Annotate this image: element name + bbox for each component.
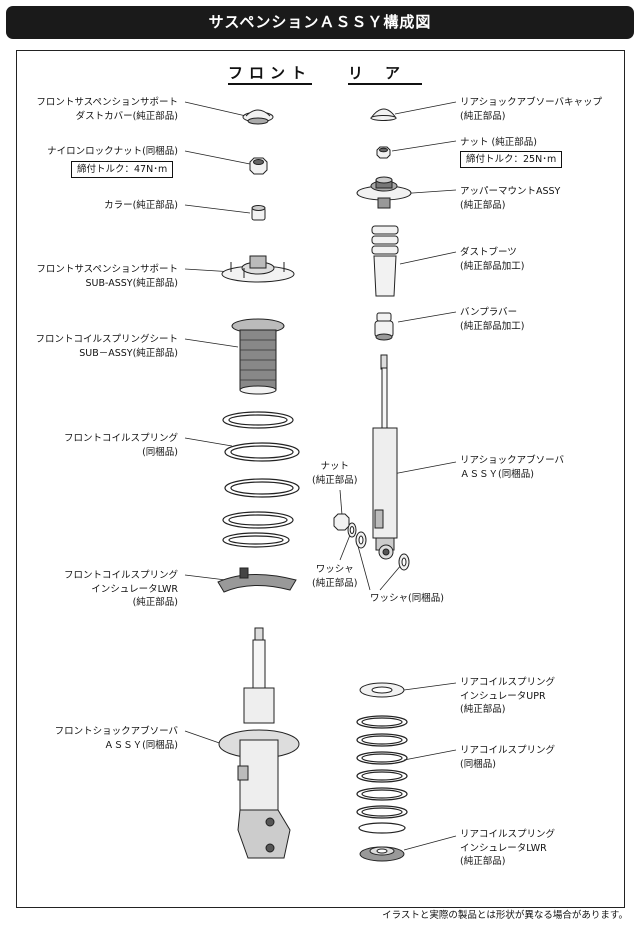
rear-nut-label: ナット (純正部品): [460, 137, 537, 148]
rear-cap-label: リアショックアブソーバキャップ (純正部品): [460, 97, 603, 122]
rear-bump-rubber-shape: [374, 312, 394, 341]
front-shock-shape: [218, 627, 300, 859]
front-coil-spring-label: フロントコイルスプリング (同梱品): [63, 433, 178, 458]
diagram-frame: [16, 50, 625, 908]
rear-insulator-lwr-shape: [359, 846, 405, 862]
rear-washer-label: ワッシャ (純正部品): [312, 564, 358, 589]
rear-upper-mount-label: アッパーマウントASSY (純正部品): [460, 186, 561, 211]
front-insulator-lwr-shape: [217, 567, 297, 593]
front-parts: [217, 109, 300, 859]
rear-cap-shape: [370, 108, 397, 121]
rear-lower-nut-label: ナット (純正部品): [312, 461, 358, 486]
front-support-shape: [221, 255, 295, 283]
front-spring-seat-label: フロントコイルスプリングシート SUB－ASSY(純正部品): [35, 334, 178, 359]
front-coil-spring-shape: [222, 411, 300, 548]
rear-washer-included-shape-1: [355, 531, 367, 549]
rear-shock-shape: [372, 354, 398, 560]
rear-dust-boot-shape: [371, 225, 399, 297]
rear-washer-included-shape-2: [398, 553, 410, 571]
rear-torque-box: 締付トルク：25N･m: [460, 151, 563, 168]
front-torque-box: 締付トルク：47N･m: [71, 161, 174, 178]
disclaimer-note: イラストと実際の製品とは形状が異なる場合があります。: [382, 910, 628, 921]
rear-shock-label: リアショックアブソーバ ＡＳＳＹ(同梱品): [460, 455, 565, 480]
rear-dust-boot-label: ダストブーツ (純正部品加工): [460, 247, 525, 272]
rear-washer-included-label: ワッシャ(同梱品): [370, 593, 444, 604]
front-support-label: フロントサスペンションサポート SUB-ASSY(純正部品): [36, 264, 178, 289]
rear-coil-spring-label: リアコイルスプリング (同梱品): [460, 745, 556, 770]
front-spring-seat-shape: [231, 318, 285, 395]
front-insulator-lwr-label: フロントコイルスプリング インシュレータLWR (純正部品): [63, 570, 178, 608]
rear-column-heading: リア: [348, 64, 423, 85]
header-bar: サスペンションＡＳＳＹ構成図: [6, 6, 634, 39]
front-lock-nut-label: ナイロンロックナット(同梱品): [47, 146, 178, 157]
rear-insulator-lwr-label: リアコイルスプリング インシュレータLWR (純正部品): [460, 829, 556, 867]
front-dust-cover-shape: [242, 109, 274, 125]
rear-lower-nut-shape: [333, 513, 350, 531]
front-dust-cover-label: フロントサスペンションサポート ダストカバー(純正部品): [36, 97, 178, 122]
rear-washer-shape: [347, 522, 357, 538]
front-collar-shape: [251, 205, 266, 221]
rear-nut-shape: [376, 146, 391, 159]
front-column-heading: フロント: [228, 64, 313, 85]
rear-upper-mount-shape: [356, 176, 412, 209]
rear-bump-rubber-label: バンプラバー (純正部品加工): [460, 307, 525, 332]
page-title: サスペンションＡＳＳＹ構成図: [208, 13, 432, 31]
rear-insulator-upr-label: リアコイルスプリング インシュレータUPR (純正部品): [460, 677, 556, 715]
front-shock-label: フロントショックアブソーバ ＡＳＳＹ(同梱品): [54, 726, 178, 751]
rear-parts: [333, 108, 412, 862]
rear-insulator-upr-shape: [359, 682, 405, 698]
rear-coil-spring-shape: [356, 715, 408, 834]
front-lock-nut-shape: [249, 157, 268, 175]
front-collar-label: カラー(純正部品): [104, 200, 178, 211]
